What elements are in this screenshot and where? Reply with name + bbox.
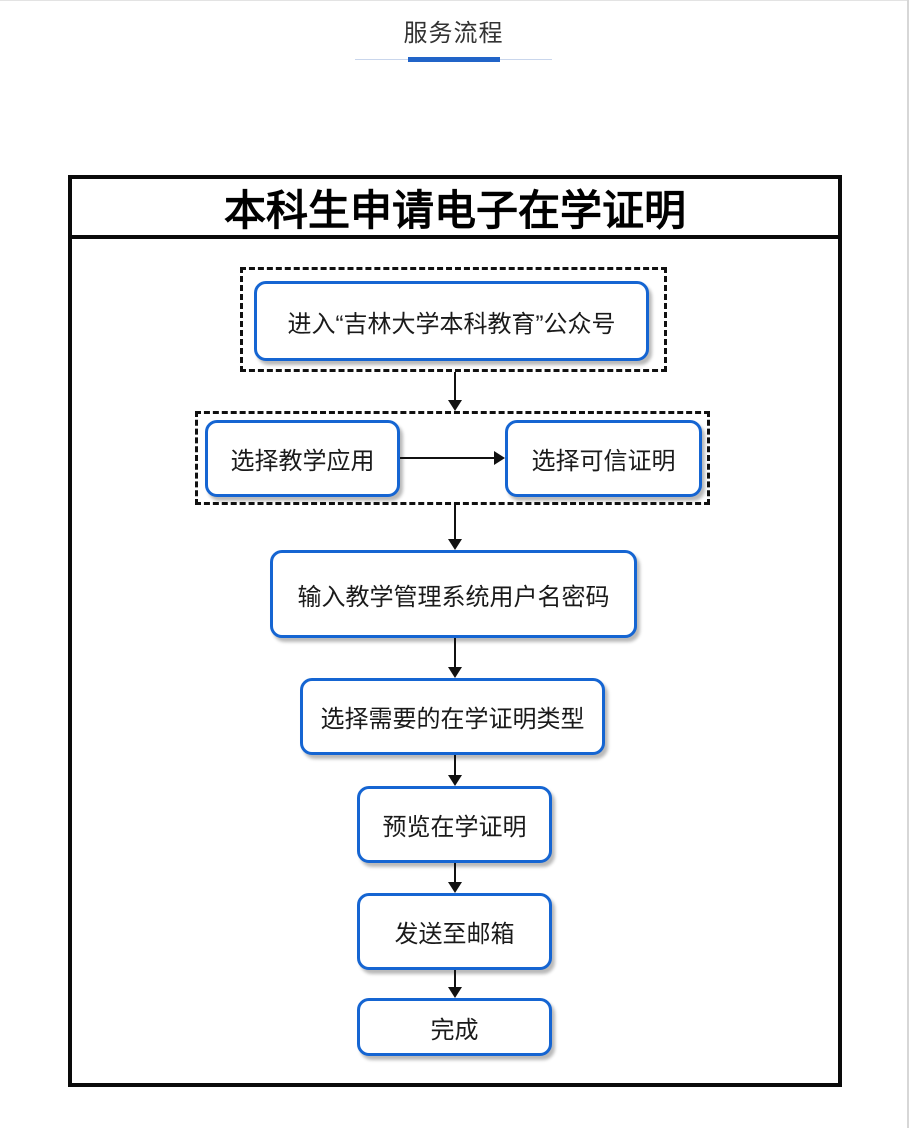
flow-arrow-down	[448, 863, 462, 893]
flow-arrow-down	[448, 970, 462, 998]
flow-node-select-trusted-certificate: 选择可信证明	[505, 420, 702, 497]
flow-node-finish: 完成	[357, 998, 552, 1056]
flowchart-panel: 本科生申请电子在学证明 进入“吉林大学本科教育”公众号 选择教学应用 选择可信证…	[68, 175, 842, 1087]
flow-arrow-down	[448, 638, 462, 678]
flow-node-select-certificate-type: 选择需要的在学证明类型	[300, 678, 605, 755]
flowchart-title: 本科生申请电子在学证明	[72, 179, 838, 239]
flow-arrow-down	[448, 372, 462, 411]
flow-group-step2: 选择教学应用 选择可信证明	[195, 411, 710, 505]
flow-node-send-to-email: 发送至邮箱	[357, 893, 552, 970]
flow-node-enter-credentials: 输入教学管理系统用户名密码	[270, 550, 637, 638]
tabbar: 服务流程	[0, 0, 907, 62]
page-right-border	[907, 0, 909, 1128]
tab-label: 服务流程	[403, 20, 504, 47]
tab-service-process[interactable]: 服务流程	[355, 0, 552, 62]
tab-active-underline	[407, 57, 500, 62]
tab-underline-track	[355, 57, 552, 62]
flow-arrow-down	[448, 505, 462, 550]
flow-node-preview-certificate: 预览在学证明	[357, 786, 552, 863]
flow-arrow-down	[448, 755, 462, 786]
flow-arrow-right	[400, 451, 505, 465]
flow-node-enter-official-account: 进入“吉林大学本科教育”公众号	[254, 281, 649, 361]
page-top-border	[0, 0, 909, 1]
flow-node-select-teaching-app: 选择教学应用	[205, 420, 400, 497]
flow-group-step1: 进入“吉林大学本科教育”公众号	[240, 267, 667, 372]
